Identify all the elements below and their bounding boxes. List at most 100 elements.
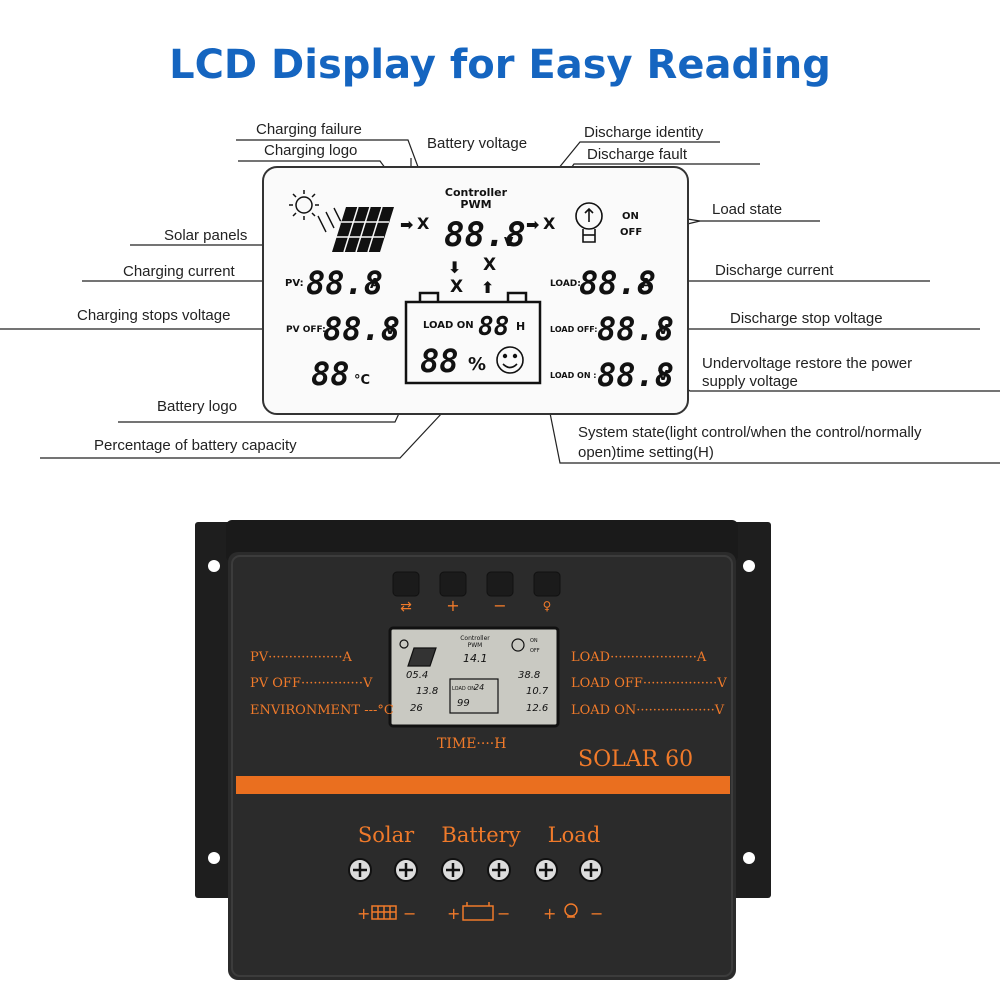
battery-voltage-unit: V xyxy=(504,235,514,249)
mini-icons xyxy=(399,638,525,667)
mini-loadoff: 10.7 xyxy=(526,686,549,697)
svg-text:−: − xyxy=(403,904,416,923)
mini-load-on: LOAD ON xyxy=(452,686,475,692)
terminal-label-solar: Solar xyxy=(358,823,415,847)
mini-off: OFF xyxy=(530,648,540,654)
mini-temp: 26 xyxy=(410,703,423,714)
svg-text:−: − xyxy=(497,904,510,923)
battery-voltage-value: 88.8 xyxy=(444,215,526,255)
loadon-voltage-unit: V xyxy=(658,369,668,384)
label-load-state: Load state xyxy=(712,201,783,218)
svg-text:−: − xyxy=(590,904,603,923)
label-discharge-stop-voltage: Discharge stop voltage xyxy=(730,310,883,327)
switch-button-icon[interactable]: ⇄ xyxy=(400,599,412,615)
charging-failure-x: X xyxy=(417,214,430,233)
lcd-controller-label: Controller xyxy=(445,186,508,199)
pvoff-label: PV OFF: xyxy=(286,325,326,335)
battery-down-arrow-icon: ⬇ xyxy=(448,258,461,277)
device-mounting-tab-left xyxy=(195,522,237,898)
mini-loadon: 12.6 xyxy=(526,703,548,714)
pv-label: PV: xyxy=(285,278,304,289)
battery-discharge-x: X xyxy=(483,255,496,275)
label-charging-current: Charging current xyxy=(123,263,235,280)
page-title: LCD Display for Easy Reading xyxy=(169,42,831,88)
terminal-screws xyxy=(348,858,603,882)
load-on-indicator: ON xyxy=(622,211,639,222)
label-percentage-capacity: Percentage of battery capacity xyxy=(94,437,297,454)
lcd-pwm-label: PWM xyxy=(460,198,491,211)
load-off-indicator: OFF xyxy=(620,227,642,238)
mini-load: 38.8 xyxy=(518,670,540,681)
discharge-arrow-icon: ➡ xyxy=(526,215,539,234)
mini-hours: 24 xyxy=(474,683,484,692)
mini-lcd-content: Controller PWM 14.1 ON OFF 05.4 13.8 26 … xyxy=(406,635,549,714)
load-label: LOAD: xyxy=(550,279,581,289)
mini-pwm: PWM xyxy=(468,642,483,649)
terminal-label-battery: Battery xyxy=(441,823,520,847)
label-undervoltage-restore-2: supply voltage xyxy=(702,373,798,390)
label-undervoltage-restore: Undervoltage restore the power xyxy=(702,355,913,372)
device-buttons xyxy=(392,571,561,597)
device-top-ridge xyxy=(226,520,738,562)
svg-text:+: + xyxy=(543,904,556,923)
label-discharge-identity: Discharge identity xyxy=(584,124,704,141)
loadon-label: LOAD ON : xyxy=(550,371,597,380)
device-label-pv: PV··················A xyxy=(250,650,353,665)
solar-panel-icon xyxy=(332,206,394,253)
device-label-environment: ENVIRONMENT ---°C xyxy=(250,703,394,718)
sun-icon xyxy=(289,190,319,220)
device-label-loadoff: LOAD OFF··················V xyxy=(571,676,727,691)
pv-current-value: 88.8 xyxy=(306,264,383,302)
device-label-loadon: LOAD ON···················V xyxy=(571,703,725,718)
loadoff-voltage-unit: V xyxy=(658,323,668,338)
hours-unit: H xyxy=(516,320,525,333)
mini-pvoff: 13.8 xyxy=(416,686,438,697)
mini-pv: 05.4 xyxy=(406,670,428,681)
mini-center: 14.1 xyxy=(463,652,488,665)
label-discharge-fault: Discharge fault xyxy=(587,146,688,163)
load-current-unit: A xyxy=(641,277,651,292)
label-system-state: System state(light control/when the cont… xyxy=(578,424,922,441)
device-model: SOLAR 60 xyxy=(578,747,693,772)
device-mounting-tab-right xyxy=(733,522,771,898)
label-charging-logo: Charging logo xyxy=(264,142,358,159)
battery-charge-x: X xyxy=(450,277,463,297)
label-battery-logo: Battery logo xyxy=(157,398,238,415)
load-current-value: 88.8 xyxy=(579,264,656,302)
pvoff-voltage-unit: V xyxy=(385,323,395,338)
mini-on: ON xyxy=(530,638,538,644)
device-orange-stripe xyxy=(236,776,730,794)
percent-unit: % xyxy=(468,354,486,375)
discharge-fault-x: X xyxy=(543,214,556,233)
device-label-time: TIME····H xyxy=(437,736,506,752)
percent-value: 88 xyxy=(420,342,459,380)
terminal-polarity: +− +− +− xyxy=(357,904,603,923)
label-discharge-current: Discharge current xyxy=(715,262,834,279)
bulb-button-icon[interactable]: ♀ xyxy=(543,599,552,613)
smiley-icon xyxy=(496,346,524,374)
minus-button-icon[interactable]: − xyxy=(493,596,506,615)
plus-button-icon[interactable]: + xyxy=(446,596,459,615)
device-label-pvoff: PV OFF···············V xyxy=(250,676,373,691)
bulb-icon xyxy=(575,202,603,243)
loadon-voltage-value: 88.8 xyxy=(597,356,674,394)
svg-text:+: + xyxy=(447,904,460,923)
label-charging-failure: Charging failure xyxy=(256,121,362,138)
loadoff-label: LOAD OFF: xyxy=(550,325,598,334)
charging-arrow-icon: ➡ xyxy=(400,215,413,234)
hours-value: 88 xyxy=(478,312,509,342)
pv-current-unit: A xyxy=(370,277,380,292)
label-system-state-2: open)time setting(H) xyxy=(578,444,714,461)
device-label-load: LOAD·····················A xyxy=(571,650,707,665)
terminal-label-load: Load xyxy=(548,823,601,847)
battery-up-arrow-icon: ⬆ xyxy=(481,278,494,297)
terminal-icons xyxy=(371,902,578,921)
mini-percent: 99 xyxy=(457,698,470,709)
label-battery-voltage: Battery voltage xyxy=(427,135,528,152)
label-solar-panels: Solar panels xyxy=(164,227,248,244)
temperature-unit: °C xyxy=(354,373,370,388)
load-on-time-label: LOAD ON xyxy=(423,320,474,331)
label-charging-stops-voltage: Charging stops voltage xyxy=(77,307,231,324)
pvoff-voltage-value: 88.8 xyxy=(323,310,400,348)
